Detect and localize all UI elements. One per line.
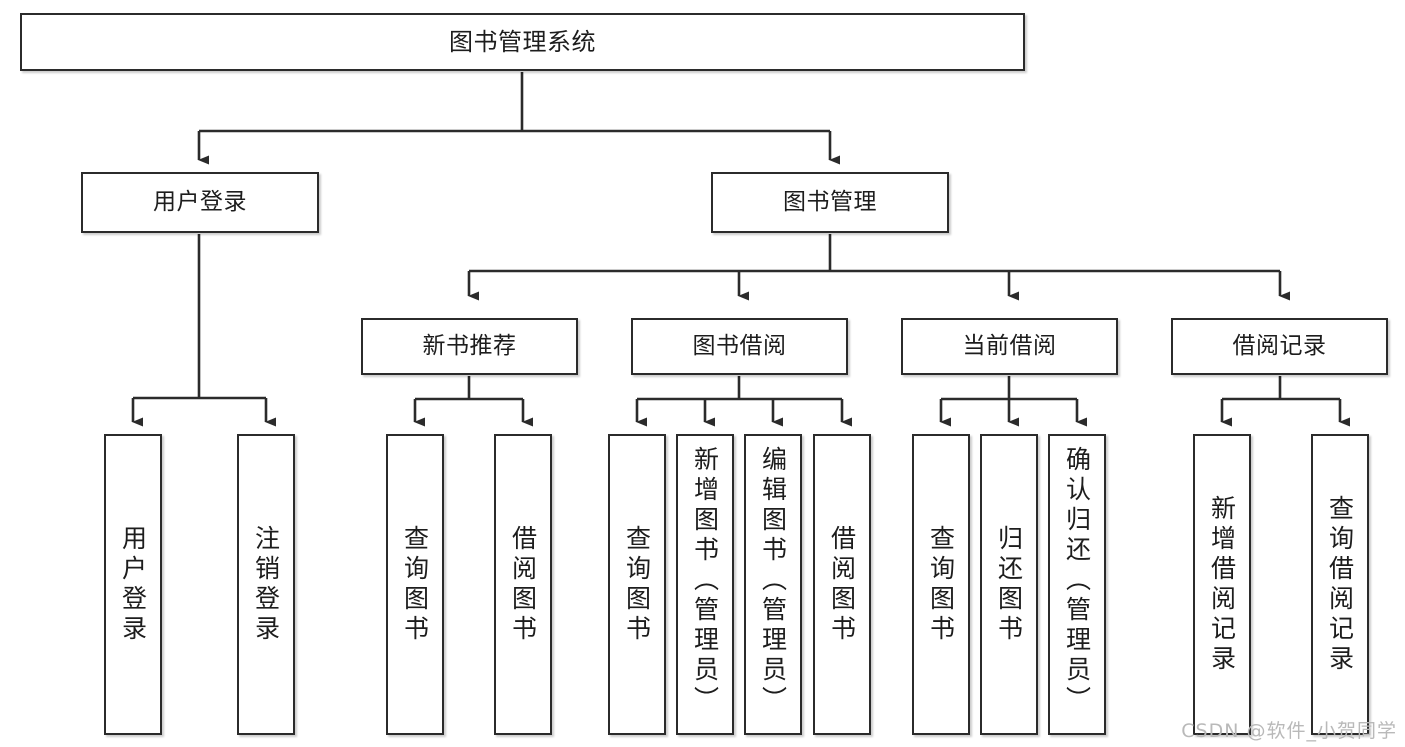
node-leaf-add-record-label: 新增借阅记录 [1207, 494, 1237, 675]
node-book-manage-label: 图书管理 [783, 188, 877, 215]
node-leaf-add-book-label: 新增图书（管理员） [690, 446, 720, 716]
node-current-borrow[interactable]: 当前借阅 [901, 318, 1118, 375]
node-root-label: 图书管理系统 [449, 27, 596, 56]
node-leaf-borrow-book-2[interactable]: 借阅图书 [813, 434, 871, 735]
node-leaf-user-login-label: 用户登录 [118, 524, 148, 645]
node-new-book-rec[interactable]: 新书推荐 [361, 318, 578, 375]
node-new-book-rec-label: 新书推荐 [422, 332, 517, 359]
node-borrow-record[interactable]: 借阅记录 [1171, 318, 1388, 375]
node-leaf-return-book-label: 归还图书 [994, 524, 1024, 645]
connector-group-root [197, 72, 840, 165]
node-leaf-query-book-1-label: 查询图书 [400, 524, 430, 645]
node-user-login[interactable]: 用户登录 [81, 172, 319, 233]
node-leaf-borrow-book-2-label: 借阅图书 [827, 524, 857, 645]
node-leaf-return-book[interactable]: 归还图书 [980, 434, 1038, 735]
node-current-borrow-label: 当前借阅 [962, 332, 1057, 359]
connector-group-book-manage [467, 234, 1290, 301]
node-leaf-edit-book[interactable]: 编辑图书（管理员） [744, 434, 802, 735]
node-root[interactable]: 图书管理系统 [20, 13, 1025, 71]
node-book-manage[interactable]: 图书管理 [711, 172, 949, 233]
watermark-text: CSDN @软件_小贺同学 [1181, 720, 1397, 742]
connector-group-user-login [131, 234, 276, 427]
node-leaf-query-book-3-label: 查询图书 [926, 524, 956, 645]
node-leaf-query-book-3[interactable]: 查询图书 [912, 434, 970, 735]
connector-group-borrow-record [1220, 376, 1350, 427]
node-leaf-user-logout-label: 注销登录 [251, 524, 281, 645]
node-leaf-confirm-return-label: 确认归还（管理员） [1062, 446, 1092, 716]
node-user-login-label: 用户登录 [153, 188, 247, 215]
node-leaf-edit-book-label: 编辑图书（管理员） [758, 446, 788, 716]
node-book-borrow[interactable]: 图书借阅 [631, 318, 848, 375]
node-book-borrow-label: 图书借阅 [692, 332, 787, 359]
connector-group-new-book-rec [413, 376, 533, 427]
node-leaf-borrow-book-1[interactable]: 借阅图书 [494, 434, 552, 735]
node-leaf-query-book-2[interactable]: 查询图书 [608, 434, 666, 735]
node-leaf-user-login[interactable]: 用户登录 [104, 434, 162, 735]
node-leaf-confirm-return[interactable]: 确认归还（管理员） [1048, 434, 1106, 735]
node-leaf-query-book-1[interactable]: 查询图书 [386, 434, 444, 735]
node-leaf-borrow-book-1-label: 借阅图书 [508, 524, 538, 645]
node-leaf-query-book-2-label: 查询图书 [622, 524, 652, 645]
node-leaf-add-record[interactable]: 新增借阅记录 [1193, 434, 1251, 735]
node-leaf-query-record-label: 查询借阅记录 [1325, 494, 1355, 675]
connector-group-current-borrow [939, 376, 1087, 427]
node-leaf-query-record[interactable]: 查询借阅记录 [1311, 434, 1369, 735]
node-leaf-add-book[interactable]: 新增图书（管理员） [676, 434, 734, 735]
node-leaf-user-logout[interactable]: 注销登录 [237, 434, 295, 735]
node-borrow-record-label: 借阅记录 [1232, 332, 1327, 359]
connector-group-book-borrow [635, 376, 852, 427]
